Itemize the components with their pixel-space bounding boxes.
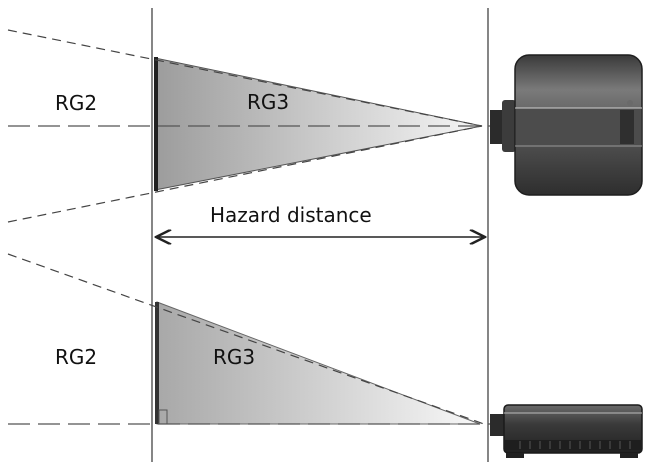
top-screen	[154, 57, 158, 191]
top-rg3-label: RG3	[247, 90, 289, 114]
bottom-projector-icon	[490, 404, 643, 458]
bottom-diagram: RG2 RG3	[7, 253, 643, 458]
top-beam-edge-lower	[7, 125, 483, 223]
hazard-distance-dimension: Hazard distance	[156, 203, 485, 237]
top-projector-icon	[490, 54, 643, 196]
bottom-beam-edge-upper	[7, 253, 485, 425]
top-diagram: RG2 RG3	[7, 29, 643, 223]
bottom-screen	[155, 302, 159, 424]
top-rg2-label: RG2	[55, 91, 97, 115]
bottom-rg3-label: RG3	[213, 345, 255, 369]
hazard-distance-label: Hazard distance	[210, 203, 372, 227]
top-rg3-cone	[154, 57, 483, 191]
bottom-rg2-label: RG2	[55, 345, 97, 369]
top-beam-edge-upper	[7, 29, 483, 127]
bottom-rg3-cone	[156, 301, 481, 425]
